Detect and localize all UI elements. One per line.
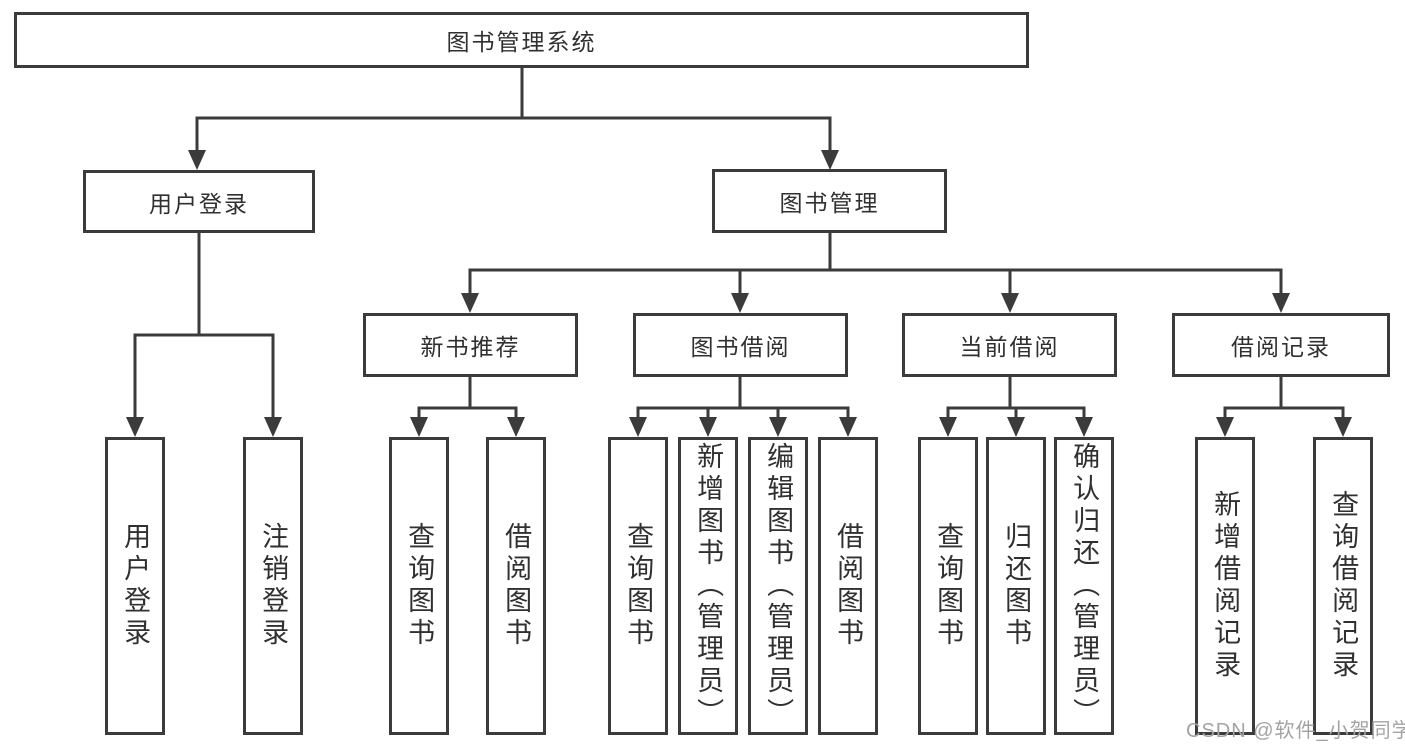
- leaf-current-return-books: 归还图书: [986, 437, 1046, 735]
- csdn-watermark: CSDN @软件_小贺同学: [1186, 720, 1405, 742]
- leaf-borrowing-borrow-books: 借阅图书: [818, 437, 878, 735]
- leaf-records-add-record: 新增借阅记录: [1195, 437, 1255, 735]
- leaf-recommend-borrow-books: 借阅图书: [486, 437, 546, 735]
- leaf-borrowing-add-books-admin: 新增图书（管理员）: [678, 437, 738, 735]
- arrowheads: [126, 150, 1352, 437]
- node-user-login: 用户登录: [83, 170, 315, 233]
- node-root-system: 图书管理系统: [14, 12, 1029, 68]
- leaf-user-login: 用户登录: [105, 437, 165, 735]
- leaf-current-confirm-return-admin: 确认归还（管理员）: [1054, 437, 1114, 735]
- leaf-recommend-query-books: 查询图书: [389, 437, 449, 735]
- node-borrowing-records: 借阅记录: [1172, 313, 1390, 377]
- node-book-borrowing: 图书借阅: [633, 313, 848, 377]
- node-new-book-recommend: 新书推荐: [363, 313, 578, 377]
- leaf-records-query-record: 查询借阅记录: [1313, 437, 1373, 735]
- node-current-borrowing: 当前借阅: [902, 313, 1117, 377]
- node-book-management: 图书管理: [712, 169, 947, 233]
- leaf-borrowing-edit-books-admin: 编辑图书（管理员）: [748, 437, 808, 735]
- leaf-current-query-books: 查询图书: [918, 437, 978, 735]
- leaf-borrowing-query-books: 查询图书: [608, 437, 668, 735]
- leaf-logout: 注销登录: [243, 437, 303, 735]
